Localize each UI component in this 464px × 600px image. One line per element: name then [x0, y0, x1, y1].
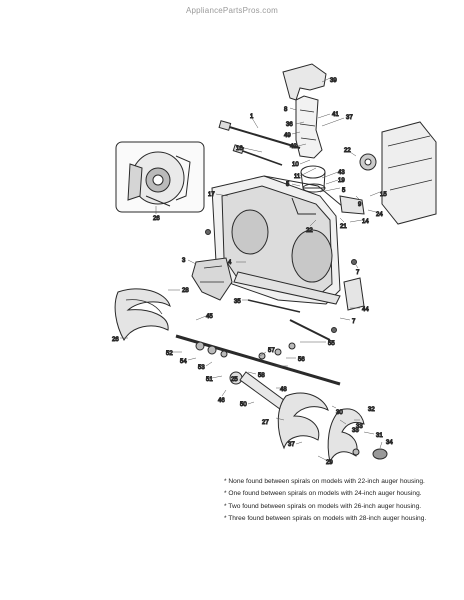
callout-label: 11: [294, 174, 301, 180]
callout-label: 42: [290, 144, 297, 150]
footnote-24-inch: * One found between spirals on models wi…: [224, 490, 422, 498]
callout-label: 8: [284, 107, 288, 113]
callout-label: 32: [368, 407, 375, 413]
callout-label: 48: [280, 387, 287, 393]
callout-label: 58: [258, 373, 265, 379]
callout-label: 19: [338, 178, 345, 184]
callout-label: 50: [240, 402, 247, 408]
callout-label: 27: [262, 420, 269, 426]
callout-label: 14: [362, 219, 369, 225]
callout-label: 37: [346, 115, 353, 121]
callout-label: 5: [286, 182, 290, 188]
callout-label: 43: [338, 170, 345, 176]
callout-label: 16: [236, 146, 243, 152]
callout-label: 1: [250, 114, 254, 120]
discharge-chute: [282, 63, 327, 193]
callout-label: 22: [306, 228, 313, 234]
callout-label: 53: [198, 365, 205, 371]
callout-label: 56: [298, 357, 305, 363]
chute-crank-rod: [218, 120, 301, 166]
callout-numbers: 39 8 36 41 37 1 49 16 42 22 10 11 43 19 …: [112, 78, 394, 467]
callout-label: 55: [328, 341, 335, 347]
inset-detail: [115, 141, 205, 213]
callout-label: 9: [358, 202, 362, 208]
callout-label: 33: [356, 424, 363, 430]
callout-label: 35: [234, 299, 241, 305]
callout-label: 15: [380, 192, 387, 198]
callout-label: 5: [342, 188, 346, 194]
callout-label: 37: [288, 442, 295, 448]
callout-label: 7: [356, 270, 360, 276]
left-auger-spiral: [114, 288, 171, 342]
callout-label: 26: [112, 337, 119, 343]
callout-label: 33: [352, 428, 359, 434]
callout-label: 28: [182, 288, 189, 294]
footnote-26-inch: * Two found between spirals on models wi…: [224, 502, 422, 510]
callout-label: 54: [180, 359, 187, 365]
callout-label: 7: [352, 319, 356, 325]
callout-label: 46: [218, 398, 225, 404]
callout-label: 49: [284, 133, 291, 139]
callout-label: 34: [386, 440, 393, 446]
callout-label: 3: [182, 258, 186, 264]
impeller: [191, 257, 233, 301]
leader-lines: [120, 77, 383, 461]
callout-label: 36: [286, 122, 293, 128]
callout-label: 24: [376, 212, 383, 218]
callout-label: 30: [336, 410, 343, 416]
callout-label: 21: [340, 224, 347, 230]
callout-label: 25: [231, 377, 238, 383]
callout-label: 44: [362, 307, 369, 313]
callout-label: 45: [206, 314, 213, 320]
footnote-28-inch: * Three found between spirals on models …: [224, 515, 427, 523]
callout-label: 22: [344, 148, 351, 154]
callout-label: 29: [326, 460, 333, 466]
callout-label: 39: [330, 78, 337, 84]
frame-gearbox: [339, 121, 437, 225]
footnotes: * None found between spirals on models w…: [224, 476, 460, 526]
auger-shaft: [175, 319, 341, 413]
footnote-22-inch: * None found between spirals on models w…: [224, 478, 425, 485]
right-auger-spirals: [277, 392, 388, 464]
callout-label: 41: [332, 112, 339, 118]
auger-bar: [233, 271, 341, 313]
callout-label: 31: [376, 433, 383, 439]
callout-label: 17: [208, 192, 215, 198]
callout-label: 52: [166, 351, 173, 357]
callout-label: 57: [268, 348, 275, 354]
callout-label: 4: [228, 260, 232, 266]
callout-label: 51: [206, 377, 213, 383]
hardware: [205, 229, 365, 333]
callout-label: 10: [292, 162, 299, 168]
watermark: AppliancePartsPros.com: [186, 6, 278, 15]
callout-label: 26: [153, 216, 160, 222]
